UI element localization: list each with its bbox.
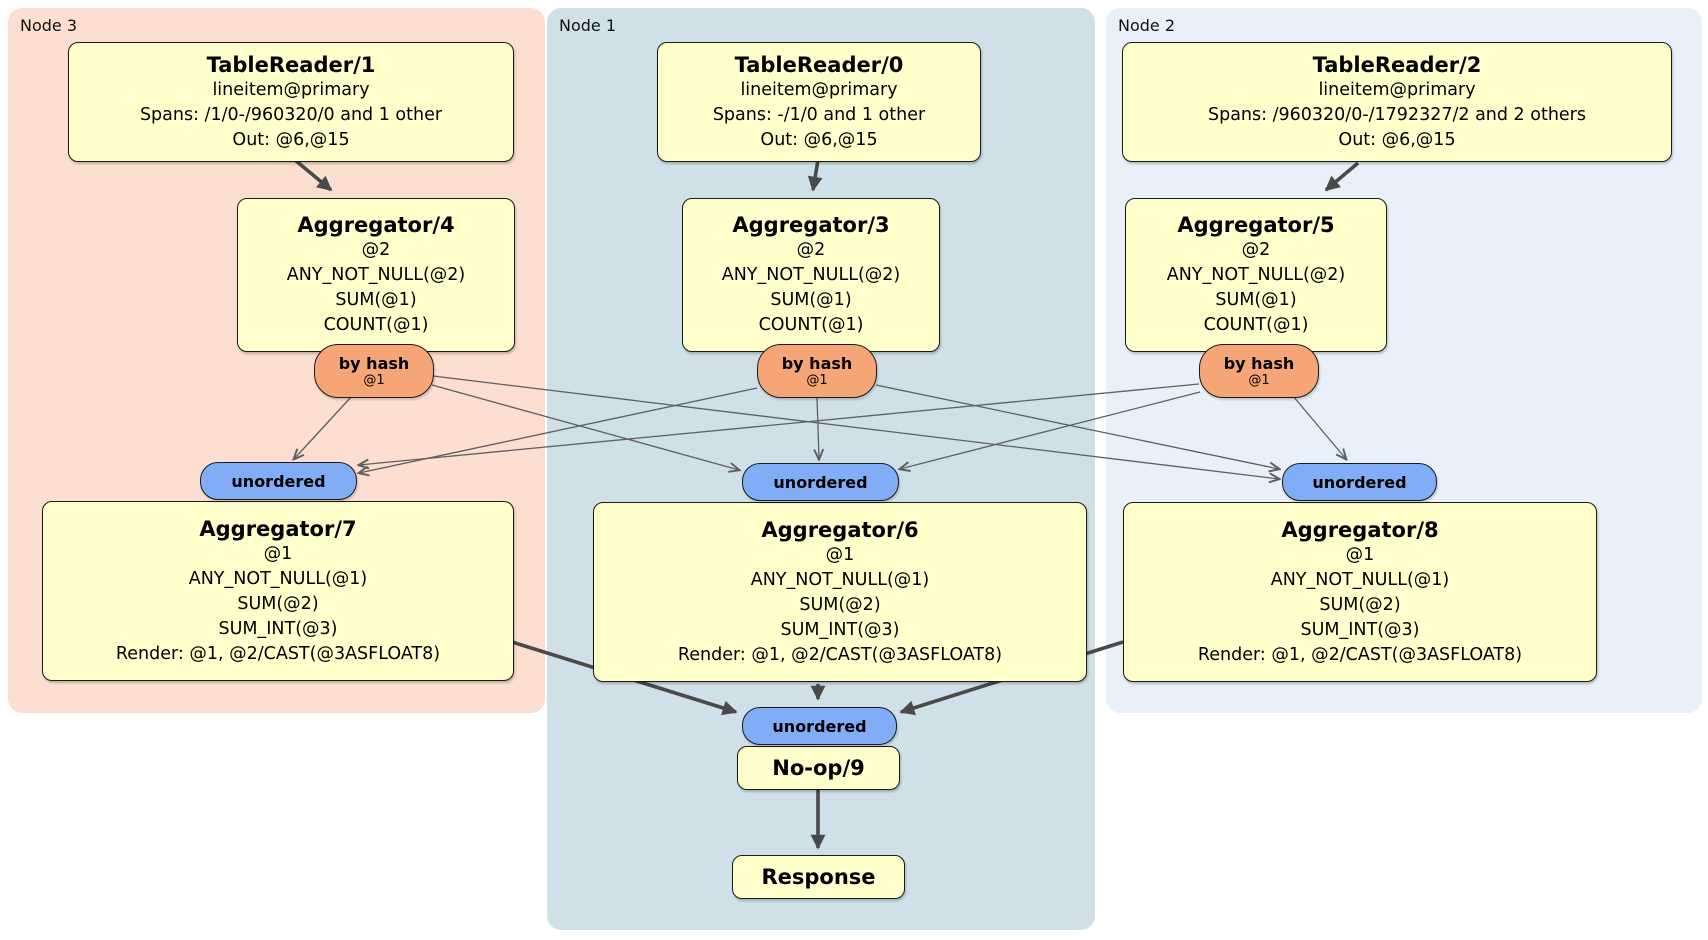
processor-agg-fn: SUM_INT(@3) <box>780 619 900 640</box>
sync-label: unordered <box>773 472 868 492</box>
sync-unordered-center: unordered <box>742 463 899 501</box>
sync-label: unordered <box>231 471 326 491</box>
processor-agg-fn: ANY_NOT_NULL(@2) <box>1166 265 1346 285</box>
processor-title: Aggregator/5 <box>1177 213 1335 237</box>
processor-agg-fn: SUM(@1) <box>335 290 417 310</box>
sync-unordered-left: unordered <box>200 462 357 500</box>
processor-aggregator-4: Aggregator/4 @2 ANY_NOT_NULL(@2) SUM(@1)… <box>237 198 515 352</box>
processor-index: lineitem@primary <box>212 79 370 100</box>
router-by-hash-3: by hash @1 <box>757 344 877 398</box>
processor-title: Response <box>761 865 876 889</box>
router-columns: @1 <box>1248 372 1270 388</box>
router-by-hash-4: by hash @1 <box>314 344 434 398</box>
router-label: by hash <box>1223 353 1295 373</box>
processor-spans: Spans: /1/0-/960320/0 and 1 other <box>139 104 443 125</box>
router-columns: @1 <box>806 372 828 388</box>
processor-aggregator-6: Aggregator/6 @1 ANY_NOT_NULL(@1) SUM(@2)… <box>593 502 1087 682</box>
processor-agg-fn: ANY_NOT_NULL(@1) <box>1270 569 1450 590</box>
region-node-1-label: Node 1 <box>559 16 617 35</box>
sync-unordered-right: unordered <box>1282 463 1437 501</box>
processor-agg-fn: SUM(@2) <box>1319 594 1401 615</box>
router-columns: @1 <box>363 372 385 388</box>
processor-aggregator-5: Aggregator/5 @2 ANY_NOT_NULL(@2) SUM(@1)… <box>1125 198 1387 352</box>
processor-agg-fn: ANY_NOT_NULL(@2) <box>721 265 901 285</box>
processor-agg-fn: SUM(@1) <box>770 290 852 310</box>
processor-title: No-op/9 <box>772 756 865 780</box>
processor-out: Out: @6,@15 <box>1338 129 1456 150</box>
router-by-hash-5: by hash @1 <box>1199 344 1319 398</box>
processor-tablereader-0: TableReader/0 lineitem@primary Spans: -/… <box>657 42 981 162</box>
processor-response: Response <box>732 855 905 899</box>
router-label: by hash <box>781 353 853 373</box>
sync-unordered-final: unordered <box>742 707 897 745</box>
processor-spans: Spans: /960320/0-/1792327/2 and 2 others <box>1207 104 1586 125</box>
processor-title: TableReader/0 <box>734 52 904 77</box>
processor-tablereader-2: TableReader/2 lineitem@primary Spans: /9… <box>1122 42 1672 162</box>
processor-agg-fn: SUM(@1) <box>1215 290 1297 310</box>
processor-groupby: @1 <box>825 544 855 565</box>
processor-groupby: @1 <box>263 543 293 564</box>
processor-agg-fn: COUNT(@1) <box>323 315 429 335</box>
sync-label: unordered <box>1312 472 1407 492</box>
processor-out: Out: @6,@15 <box>760 129 878 150</box>
processor-title: Aggregator/3 <box>732 213 890 237</box>
region-node-2-label: Node 2 <box>1118 16 1176 35</box>
processor-groupby: @1 <box>1345 544 1375 565</box>
processor-title: Aggregator/4 <box>297 213 455 237</box>
processor-render: Render: @1, @2/CAST(@3ASFLOAT8) <box>677 644 1003 665</box>
processor-aggregator-3: Aggregator/3 @2 ANY_NOT_NULL(@2) SUM(@1)… <box>682 198 940 352</box>
processor-title: TableReader/2 <box>1312 52 1482 77</box>
processor-tablereader-1: TableReader/1 lineitem@primary Spans: /1… <box>68 42 514 162</box>
processor-title: Aggregator/6 <box>761 517 919 542</box>
processor-agg-fn: SUM(@2) <box>799 594 881 615</box>
processor-index: lineitem@primary <box>740 79 898 100</box>
processor-agg-fn: SUM_INT(@3) <box>218 618 338 639</box>
processor-noop-9: No-op/9 <box>737 746 900 790</box>
processor-render: Render: @1, @2/CAST(@3ASFLOAT8) <box>1197 644 1523 665</box>
processor-agg-fn: SUM_INT(@3) <box>1300 619 1420 640</box>
processor-groupby: @2 <box>1241 240 1271 260</box>
processor-agg-fn: ANY_NOT_NULL(@2) <box>286 265 466 285</box>
processor-aggregator-7: Aggregator/7 @1 ANY_NOT_NULL(@1) SUM(@2)… <box>42 501 514 681</box>
processor-groupby: @2 <box>361 240 391 260</box>
processor-agg-fn: COUNT(@1) <box>758 315 864 335</box>
processor-agg-fn: SUM(@2) <box>237 593 319 614</box>
processor-spans: Spans: -/1/0 and 1 other <box>712 104 926 125</box>
processor-groupby: @2 <box>796 240 826 260</box>
sync-label: unordered <box>772 716 867 736</box>
processor-index: lineitem@primary <box>1318 79 1476 100</box>
processor-title: TableReader/1 <box>206 52 376 77</box>
processor-title: Aggregator/8 <box>1281 517 1439 542</box>
router-label: by hash <box>338 353 410 373</box>
processor-title: Aggregator/7 <box>199 516 357 541</box>
processor-render: Render: @1, @2/CAST(@3ASFLOAT8) <box>115 643 441 664</box>
processor-agg-fn: ANY_NOT_NULL(@1) <box>188 568 368 589</box>
processor-agg-fn: COUNT(@1) <box>1203 315 1309 335</box>
processor-out: Out: @6,@15 <box>232 129 350 150</box>
processor-aggregator-8: Aggregator/8 @1 ANY_NOT_NULL(@1) SUM(@2)… <box>1123 502 1597 682</box>
region-node-3-label: Node 3 <box>20 16 78 35</box>
processor-agg-fn: ANY_NOT_NULL(@1) <box>750 569 930 590</box>
